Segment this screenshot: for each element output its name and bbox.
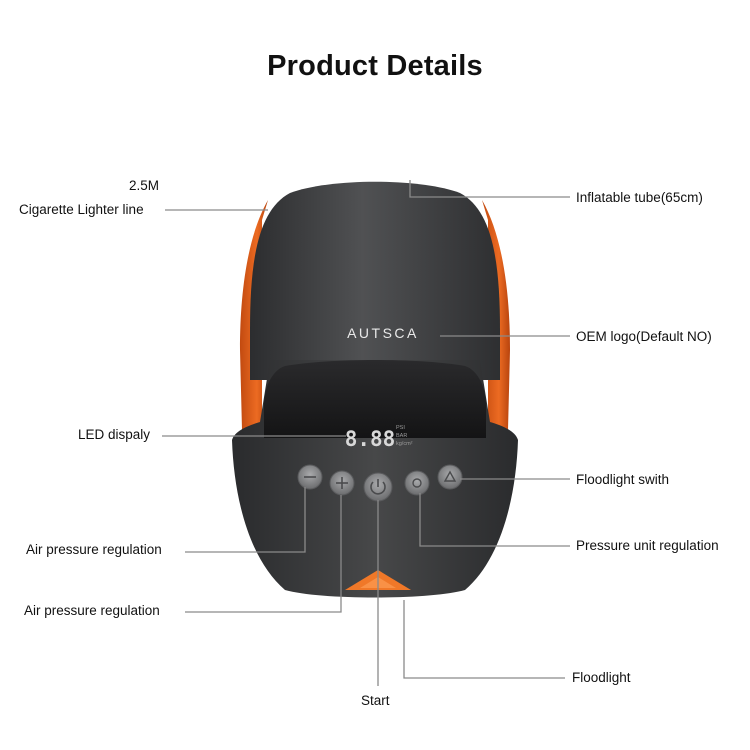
pressure-unit-button[interactable] (404, 470, 430, 496)
led-unit-kgcm: kg/cm² (396, 441, 413, 447)
label-pressure-unit: Pressure unit regulation (576, 538, 719, 553)
page-title: Product Details (267, 50, 483, 82)
top-housing (250, 181, 500, 380)
unit-icon (412, 478, 422, 488)
plus-button[interactable] (329, 470, 355, 496)
label-air-pressure-1: Air pressure regulation (26, 542, 162, 557)
label-floodlight-switch: Floodlight swith (576, 472, 670, 487)
label-oem-logo: OEM logo(Default NO) (576, 329, 712, 344)
led-unit-psi: PSI (396, 425, 405, 431)
label-floodlight: Floodlight (572, 670, 631, 685)
power-icon (370, 479, 386, 495)
label-cig-line: Cigarette Lighter line (19, 202, 144, 217)
label-cig-length: 2.5M (129, 178, 160, 193)
start-button[interactable] (363, 472, 393, 502)
label-inflatable-tube: Inflatable tube(65cm) (576, 190, 703, 205)
label-start: Start (361, 693, 390, 708)
led-unit-bar: BAR (396, 433, 407, 439)
floodlight-switch-button[interactable] (437, 464, 463, 490)
brand-logo: AUTSCA (347, 325, 419, 341)
led-digits: 8.88 (345, 427, 396, 451)
minus-button[interactable] (297, 464, 323, 490)
plus-icon (336, 477, 348, 489)
label-led-display: LED dispaly (78, 427, 151, 442)
floodlight-icon (443, 470, 457, 482)
display-window (264, 360, 486, 438)
label-air-pressure-2: Air pressure regulation (24, 603, 160, 618)
